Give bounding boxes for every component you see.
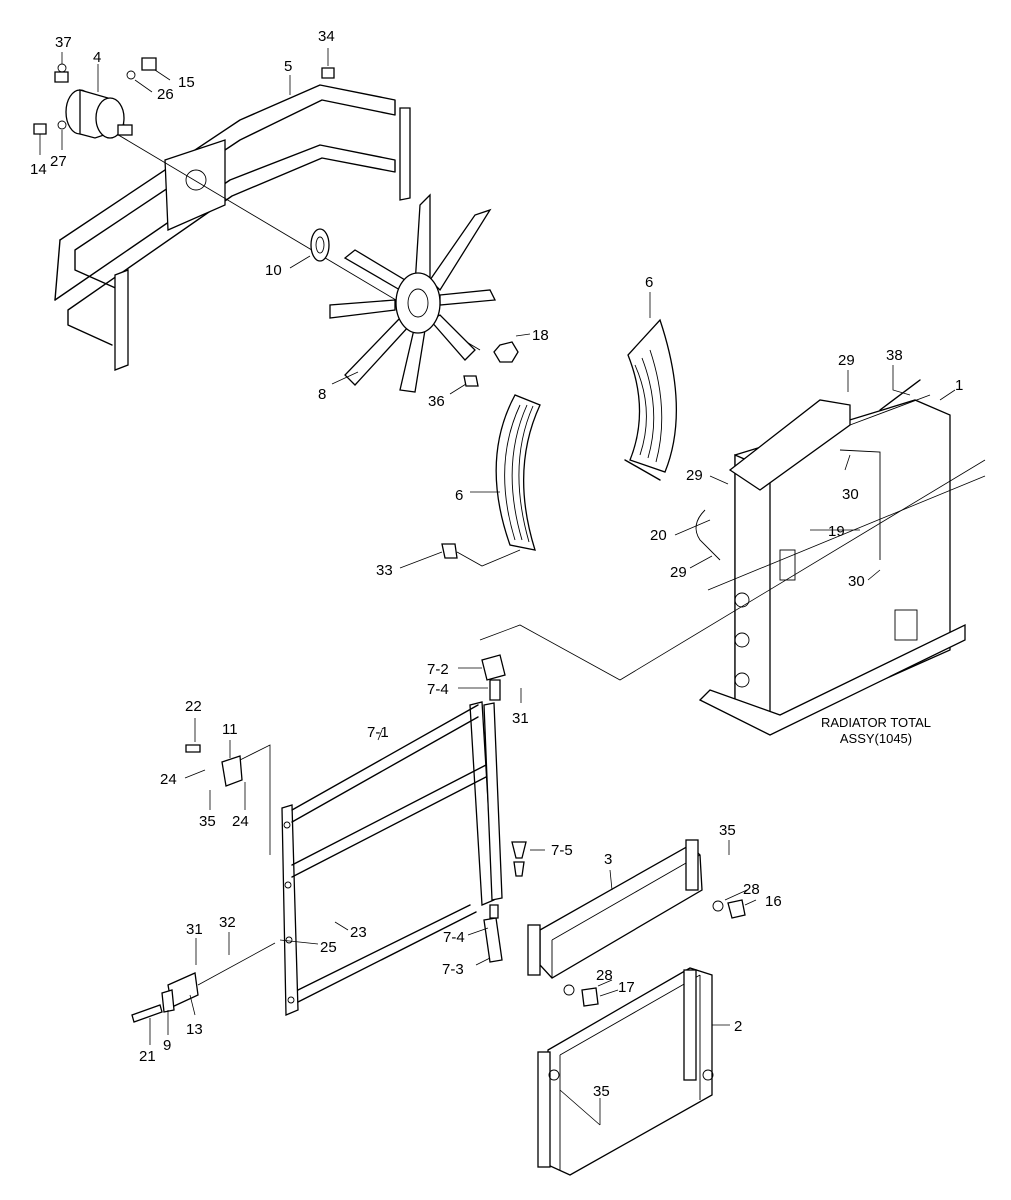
callout-14: 14 — [30, 161, 47, 178]
callout-21: 21 — [139, 1048, 156, 1065]
callout-29-mid: 29 — [686, 467, 703, 484]
callout-28-lower: 28 — [596, 967, 613, 984]
callout-1: 1 — [955, 377, 963, 394]
callout-27: 27 — [50, 153, 67, 170]
callout-35-right: 35 — [719, 822, 736, 839]
connection-leads — [479, 459, 986, 681]
fan-blades — [329, 193, 497, 393]
fan-motor — [65, 89, 133, 139]
callout-24-left: 24 — [160, 771, 177, 788]
radiator-assy-caption: RADIATOR TOTAL ASSY(1045) — [821, 715, 931, 746]
leader-lines — [39, 48, 956, 1126]
callout-26: 26 — [157, 86, 174, 103]
callout-7-4-top: 7-4 — [427, 681, 449, 698]
callout-31-bottom: 31 — [186, 921, 203, 938]
callout-38: 38 — [886, 347, 903, 364]
bracket-11 — [185, 744, 243, 787]
callout-37: 37 — [55, 34, 72, 51]
callout-11: 11 — [222, 721, 238, 738]
bolt-33 — [441, 543, 521, 567]
callout-6-upper: 6 — [645, 274, 653, 291]
callout-labels: 37 4 15 26 14 27 34 5 10 18 8 36 6 6 33 … — [30, 28, 963, 1100]
fan-guard-frame — [54, 84, 481, 371]
callout-33: 33 — [376, 562, 393, 579]
callout-23: 23 — [350, 924, 367, 941]
callout-15: 15 — [178, 74, 195, 91]
fan-nut — [493, 341, 519, 363]
callout-24-right: 24 — [232, 813, 249, 830]
bracket-7-2 — [481, 654, 506, 701]
callout-2: 2 — [734, 1018, 742, 1035]
fan-hub — [310, 228, 330, 262]
bracket-13 — [131, 942, 276, 1023]
radiator-core — [537, 967, 714, 1176]
caption-line-2: ASSY(1045) — [840, 731, 912, 746]
callout-7-2: 7-2 — [427, 661, 449, 678]
callout-7-1: 7-1 — [367, 724, 389, 741]
callout-6-lower: 6 — [455, 487, 463, 504]
callout-18: 18 — [532, 327, 549, 344]
callout-28-upper: 28 — [743, 881, 760, 898]
callout-8: 8 — [318, 386, 326, 403]
callout-9: 9 — [163, 1037, 171, 1054]
bracket-7-3 — [483, 904, 503, 963]
callout-29-low: 29 — [670, 564, 687, 581]
callout-3: 3 — [604, 851, 612, 868]
callout-30-upper: 30 — [842, 486, 859, 503]
bolt-36 — [463, 375, 479, 387]
fan-shroud-lower — [495, 394, 541, 551]
callout-7-4-bottom: 7-4 — [443, 929, 465, 946]
callout-20: 20 — [650, 527, 667, 544]
callout-7-5: 7-5 — [551, 842, 573, 859]
callout-5: 5 — [284, 58, 292, 75]
callout-25: 25 — [320, 939, 337, 956]
callout-29-top: 29 — [838, 352, 855, 369]
callout-19: 19 — [828, 523, 845, 540]
fittings-16-17 — [563, 899, 746, 1007]
callout-32: 32 — [219, 914, 236, 931]
callout-7-3: 7-3 — [442, 961, 464, 978]
radiator-total-assy — [695, 379, 966, 736]
cap-7-5 — [511, 841, 527, 877]
callout-4: 4 — [93, 49, 101, 66]
core-bracket-frame — [239, 701, 503, 1016]
oil-cooler — [527, 839, 703, 979]
callout-13: 13 — [186, 1021, 203, 1038]
callout-31-top: 31 — [512, 710, 529, 727]
fan-shroud-upper — [624, 318, 678, 481]
callout-34: 34 — [318, 28, 335, 45]
callout-35-bottom: 35 — [593, 1083, 610, 1100]
callout-10: 10 — [265, 262, 282, 279]
callout-30-lower: 30 — [848, 573, 865, 590]
callout-35-left: 35 — [199, 813, 216, 830]
caption-line-1: RADIATOR TOTAL — [821, 715, 931, 730]
callout-16: 16 — [765, 893, 782, 910]
callout-17: 17 — [618, 979, 635, 996]
callout-22: 22 — [185, 698, 202, 715]
callout-36: 36 — [428, 393, 445, 410]
